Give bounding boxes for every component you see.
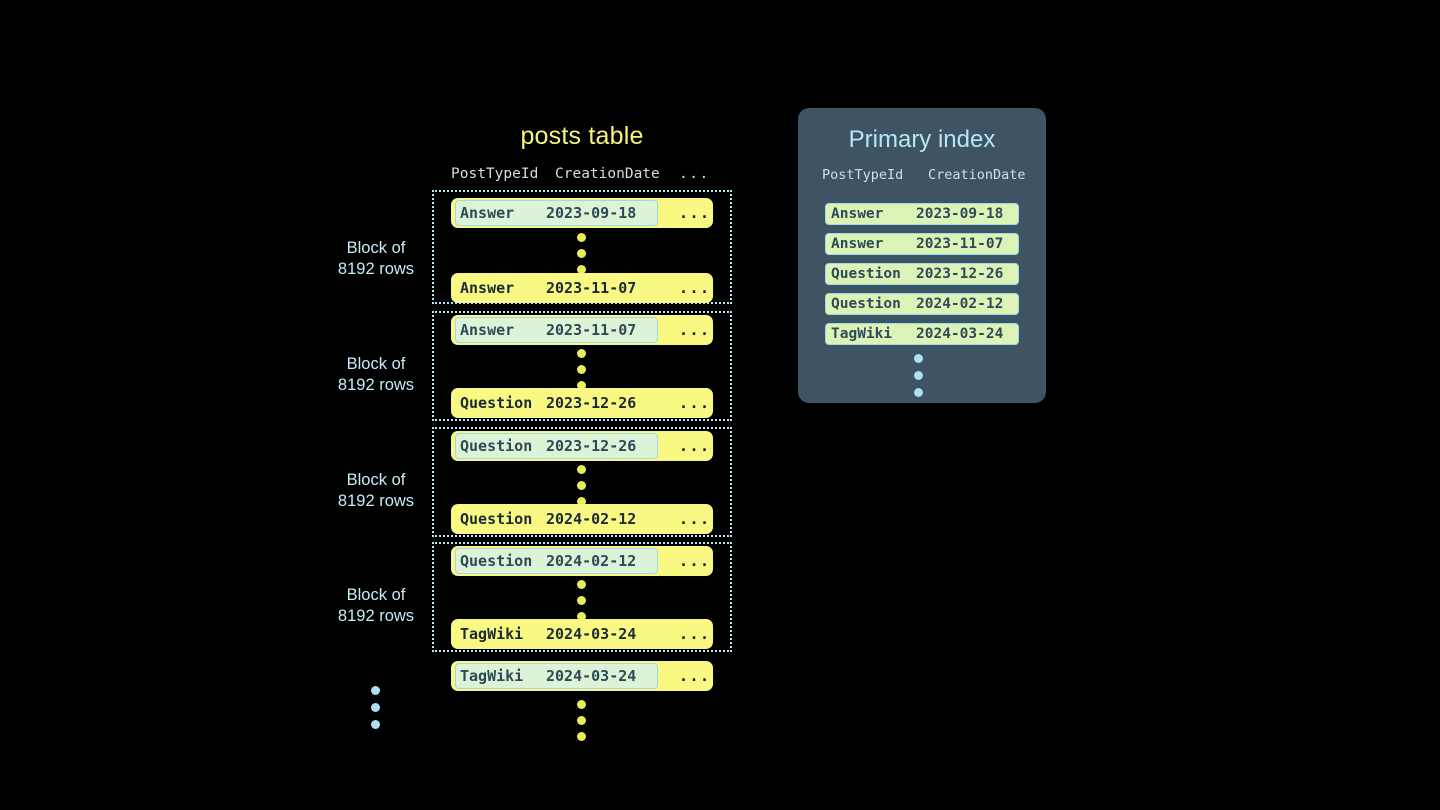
block-outline-4 [432, 542, 732, 652]
cell-creationdate: 2023-11-07 [546, 279, 637, 297]
block-label-line1: Block of [346, 471, 406, 489]
index-row[interactable]: Question 2023-12-26 [825, 263, 1019, 285]
cell-creationdate: 2024-02-12 [546, 510, 637, 528]
row-ellipsis-vertical [577, 233, 586, 281]
column-header-creationdate: CreationDate [928, 167, 1026, 183]
block-label-line1: Block of [346, 355, 406, 373]
cell-posttypeid: Answer [831, 206, 884, 222]
cell-creationdate: 2023-11-07 [916, 236, 1004, 252]
table-row[interactable]: Question 2024-02-12 ... [451, 504, 713, 534]
cell-creationdate: 2024-02-12 [546, 552, 637, 570]
row-ellipsis-vertical [577, 349, 586, 397]
primary-index-panel: Primary index PostTypeId CreationDate An… [798, 108, 1046, 403]
cell-more: ... [679, 279, 711, 297]
cell-more: ... [679, 667, 711, 685]
cell-creationdate: 2024-02-12 [916, 296, 1004, 312]
block-label-1: Block of 8192 rows [306, 238, 446, 280]
cell-creationdate: 2023-12-26 [546, 394, 637, 412]
column-header-creationdate: CreationDate [555, 166, 660, 182]
table-row[interactable]: Question 2023-12-26 ... [451, 388, 713, 418]
cell-creationdate: 2024-03-24 [546, 667, 637, 685]
cell-posttypeid: Question [460, 394, 533, 412]
cell-posttypeid: Question [460, 510, 533, 528]
primary-index-title: Primary index [848, 126, 996, 153]
blocks-ellipsis-vertical [371, 686, 380, 737]
block-outline-1 [432, 190, 732, 304]
block-label-line2: 8192 rows [337, 260, 415, 278]
cell-posttypeid: Answer [460, 279, 515, 297]
table-ellipsis-vertical [577, 700, 586, 748]
index-row[interactable]: Answer 2023-11-07 [825, 233, 1019, 255]
cell-creationdate: 2024-03-24 [546, 625, 637, 643]
cell-posttypeid: Answer [460, 321, 515, 339]
cell-posttypeid: Question [460, 437, 533, 455]
block-label-line1: Block of [346, 586, 406, 604]
cell-more: ... [679, 552, 711, 570]
cell-more: ... [679, 510, 711, 528]
table-row[interactable]: Answer 2023-09-18 ... [451, 198, 713, 228]
column-header-more: ... [679, 166, 710, 182]
cell-posttypeid: Question [831, 266, 901, 282]
cell-creationdate: 2024-03-24 [916, 326, 1004, 342]
table-row[interactable]: Question 2023-12-26 ... [451, 431, 713, 461]
index-ellipsis-vertical [914, 354, 923, 405]
block-outline-2 [432, 311, 732, 421]
primary-index-header: PostTypeId CreationDate [822, 167, 1027, 187]
cell-more: ... [679, 437, 711, 455]
column-header-posttypeid: PostTypeId [822, 167, 904, 183]
row-highlight-box [455, 663, 658, 689]
cell-posttypeid: Question [831, 296, 901, 312]
table-row[interactable]: TagWiki 2024-03-24 ... [451, 661, 713, 691]
index-row[interactable]: Question 2024-02-12 [825, 293, 1019, 315]
table-row[interactable]: Question 2024-02-12 ... [451, 546, 713, 576]
index-row[interactable]: TagWiki 2024-03-24 [825, 323, 1019, 345]
block-label-line2: 8192 rows [337, 376, 415, 394]
table-row[interactable]: TagWiki 2024-03-24 ... [451, 619, 713, 649]
block-outline-3 [432, 427, 732, 537]
cell-creationdate: 2023-09-18 [916, 206, 1004, 222]
cell-creationdate: 2023-12-26 [546, 437, 637, 455]
table-row[interactable]: Answer 2023-11-07 ... [451, 273, 713, 303]
column-header-posttypeid: PostTypeId [451, 166, 539, 182]
cell-posttypeid: Answer [460, 204, 515, 222]
block-label-line1: Block of [346, 239, 406, 257]
row-highlight-box [455, 200, 658, 226]
index-row[interactable]: Answer 2023-09-18 [825, 203, 1019, 225]
posts-table-header: PostTypeId CreationDate ... [451, 166, 713, 186]
block-label-3: Block of 8192 rows [306, 470, 446, 512]
cell-creationdate: 2023-11-07 [546, 321, 637, 339]
row-ellipsis-vertical [577, 580, 586, 628]
row-highlight-box [455, 433, 658, 459]
cell-posttypeid: TagWiki [460, 625, 524, 643]
row-highlight-box [455, 317, 658, 343]
cell-more: ... [679, 625, 711, 643]
block-label-4: Block of 8192 rows [306, 585, 446, 627]
cell-posttypeid: TagWiki [460, 667, 524, 685]
block-label-line2: 8192 rows [337, 492, 415, 510]
cell-posttypeid: Question [460, 552, 533, 570]
cell-more: ... [679, 394, 711, 412]
cell-posttypeid: TagWiki [831, 326, 893, 342]
cell-more: ... [679, 204, 711, 222]
cell-more: ... [679, 321, 711, 339]
table-row[interactable]: Answer 2023-11-07 ... [451, 315, 713, 345]
row-highlight-box [455, 548, 658, 574]
cell-posttypeid: Answer [831, 236, 884, 252]
row-ellipsis-vertical [577, 465, 586, 513]
block-label-2: Block of 8192 rows [306, 354, 446, 396]
cell-creationdate: 2023-12-26 [916, 266, 1004, 282]
cell-creationdate: 2023-09-18 [546, 204, 637, 222]
posts-table-title: posts table [520, 122, 644, 150]
block-label-line2: 8192 rows [337, 607, 415, 625]
